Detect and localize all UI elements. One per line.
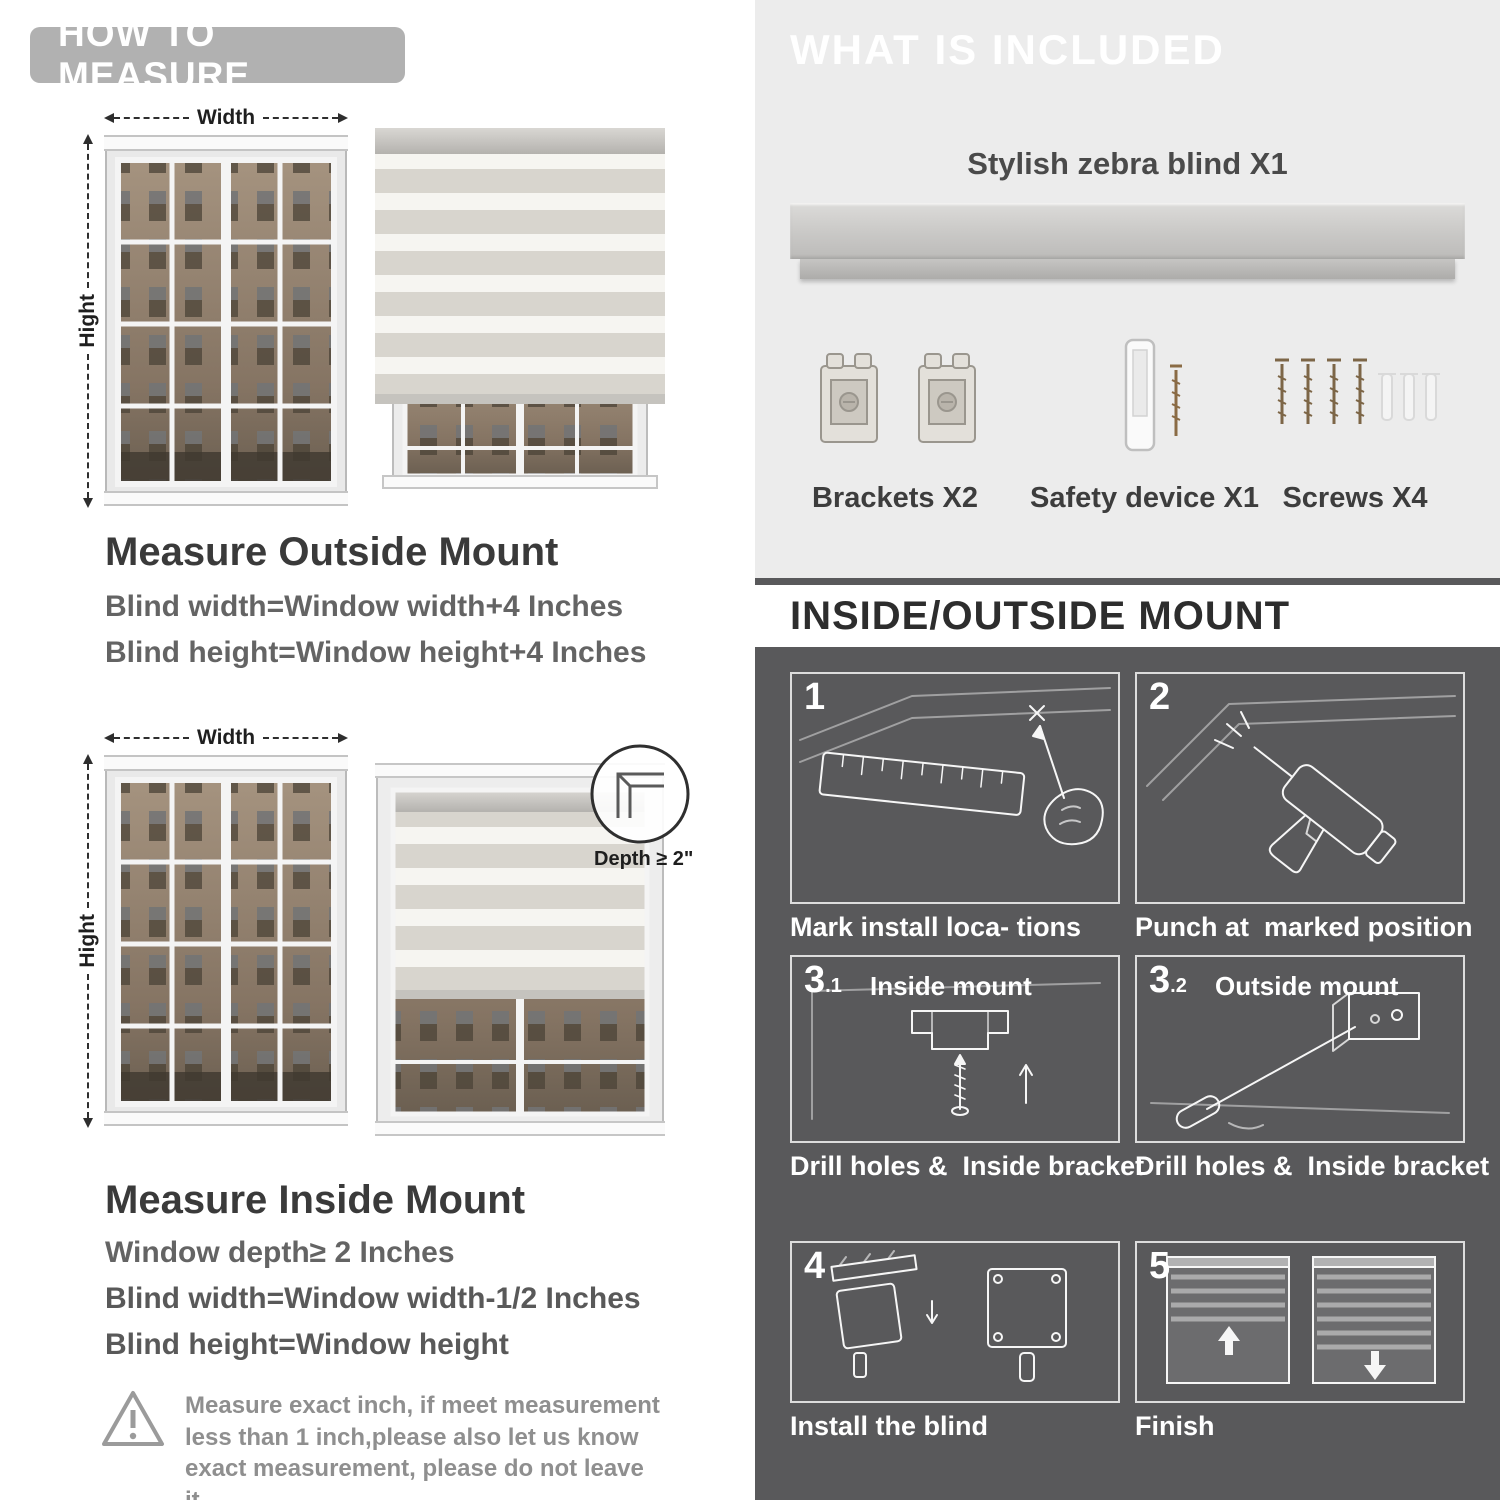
step-3-1-panel: 3.1 Inside mount [790,955,1120,1143]
mark-locations-illustration [799,687,1111,846]
warning-triangle-icon [102,1391,164,1446]
measure-warning-text: Measure exact inch, if meet measurement … [185,1392,660,1500]
step-3-1-title: Inside mount [870,971,1032,1001]
arrow-left-icon [104,733,114,743]
step-4-panel: 4 [790,1241,1120,1403]
step-2-panel: 2 [1135,672,1465,904]
arrow-right-icon [338,733,348,743]
mount-steps-section: INSIDE/OUTSIDE MOUNT 1 [755,578,1500,1500]
how-to-measure-section: HOW TO MEASURE Width Hight [0,0,745,1500]
step-4-caption: Install the blind [790,1411,989,1441]
screws-icon [1275,358,1440,424]
install-blind-illustration [830,1250,1067,1382]
inside-bracket-illustration [811,982,1101,1120]
outside-mount-window-figure: Width Hight [76,106,358,518]
arrow-down-icon [83,498,93,508]
step-5-caption: Finish [1135,1411,1215,1441]
outside-height-formula: Blind height=Window height+4 Inches [105,636,647,669]
zebra-blind-headrail-image [790,203,1465,279]
arrow-down-icon [83,1118,93,1128]
outside-width-formula: Blind width=Window width+4 Inches [105,590,624,623]
how-to-measure-header: HOW TO MEASURE [30,13,405,96]
safety-device-label: Safety device X1 [1030,482,1259,514]
step-number: 4 [804,1245,826,1287]
outside-mount-title: Measure Outside Mount [105,530,559,574]
step-number: 3 [1149,959,1171,1001]
zebra-blind-label: Stylish zebra blind X1 [967,146,1288,181]
outside-bracket-illustration [1150,992,1450,1130]
height-label: Hight [76,294,99,348]
finish-blinds-illustration [1166,1256,1436,1384]
width-arrow: Width [104,106,348,129]
height-arrow: Hight [76,134,99,508]
what-is-included-section: WHAT IS INCLUDED Stylish zebra blind X1 [755,0,1500,578]
window-photo-illustration [104,135,348,506]
step-number: 1 [804,676,826,718]
depth-label: Depth ≥ 2" [594,848,694,870]
step-number: 3 [804,959,826,1001]
drill-illustration [1146,695,1456,874]
step-3-2-panel: 3.2 Outside mount [1135,955,1465,1143]
screws-label: Screws X4 [1282,482,1428,514]
width-arrow: Width [104,726,348,749]
inside-mount-title: Measure Inside Mount [105,1178,526,1222]
zebra-blind-inside-illustration [375,763,665,1136]
brackets-icon [820,353,976,443]
height-label: Hight [76,914,99,968]
brackets-label: Brackets X2 [811,482,979,514]
step-1-caption: Mark install loca- tions [790,912,1082,942]
inside-mount-window-figure: Width Hight [76,726,358,1138]
magnifier-corner-icon [590,744,690,844]
window-photo-illustration [104,755,348,1126]
inside-depth-formula: Window depth≥ 2 Inches [105,1236,455,1269]
step-number: 2 [1149,676,1171,718]
step-subnumber: .2 [1170,975,1187,997]
width-label: Width [196,726,256,749]
step-3-2-title: Outside mount [1215,971,1399,1001]
mount-section-header: INSIDE/OUTSIDE MOUNT [755,585,1500,647]
arrow-right-icon [338,113,348,123]
width-label: Width [196,106,256,129]
step-subnumber: .1 [825,975,842,997]
arrow-up-icon [83,134,93,144]
arrow-left-icon [104,113,114,123]
step-3-2-caption: Drill holes & Inside bracket [1135,1151,1490,1181]
arrow-up-icon [83,754,93,764]
step-1-panel: 1 [790,672,1120,904]
safety-device-icon [1124,338,1182,452]
inside-height-formula: Blind height=Window height [105,1328,509,1361]
step-5-panel: 5 [1135,1241,1465,1403]
what-is-included-header: WHAT IS INCLUDED [790,26,1225,73]
depth-magnifier [588,742,692,846]
height-arrow: Hight [76,754,99,1128]
zebra-blind-outside-illustration [375,128,665,489]
step-number: 5 [1149,1245,1171,1287]
step-2-caption: Punch at marked position [1135,912,1473,942]
step-3-1-caption: Drill holes & Inside bracket [790,1151,1145,1181]
inside-width-formula: Blind width=Window width-1/2 Inches [105,1282,641,1315]
